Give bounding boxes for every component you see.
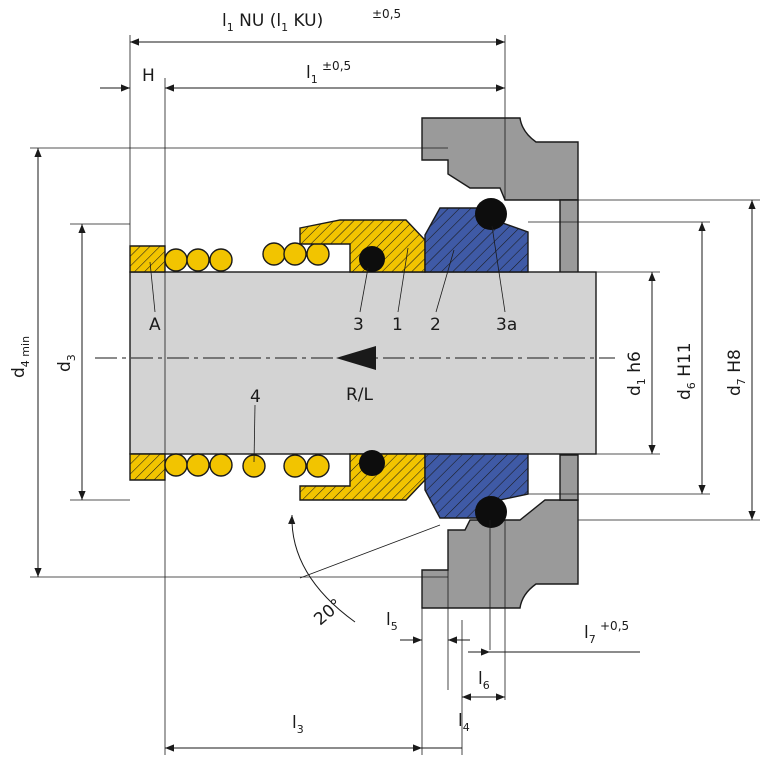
label-l4: l4	[458, 711, 470, 734]
label-rotation: R/L	[346, 385, 374, 405]
label-l7-tol: +0,5	[600, 619, 629, 633]
label-3: 3	[353, 315, 364, 335]
label-l1-overall: l1 NU (l1 KU)	[222, 11, 323, 34]
label-d3: d3	[55, 354, 78, 372]
oring-3a-upper	[475, 198, 507, 230]
label-2: 2	[430, 315, 441, 335]
label-l6: l6	[478, 669, 490, 692]
part-a-lower	[129, 453, 166, 481]
spring-upper	[164, 242, 330, 272]
oring-3a-lower	[475, 496, 507, 528]
label-d7: d7 H8	[725, 349, 748, 396]
label-3a: 3a	[496, 315, 517, 335]
spring-lower	[164, 453, 330, 478]
housing-upper	[421, 117, 579, 201]
label-l1-overall-tol: ±0,5	[372, 7, 401, 21]
part-a-upper	[129, 245, 166, 273]
label-l7: l7	[584, 623, 596, 646]
housing-upper-step	[559, 199, 579, 276]
label-l5: l5	[386, 610, 398, 633]
label-1: 1	[392, 315, 403, 335]
label-4: 4	[250, 387, 261, 407]
label-H: H	[142, 66, 155, 86]
label-l1: l1	[306, 63, 318, 86]
label-d4: d4 min	[9, 336, 32, 378]
label-l1-tol: ±0,5	[322, 59, 351, 73]
housing-lower	[421, 499, 579, 609]
label-d6: d6 H11	[675, 342, 698, 400]
label-d1: d1 h6	[625, 351, 648, 396]
label-l3: l3	[292, 713, 304, 736]
label-angle: 20°	[310, 595, 346, 630]
oring-3-lower	[359, 450, 385, 476]
rotation-arrow	[336, 346, 376, 370]
housing-lower-step	[559, 454, 579, 501]
oring-3-upper	[359, 246, 385, 272]
label-A: A	[149, 315, 161, 335]
